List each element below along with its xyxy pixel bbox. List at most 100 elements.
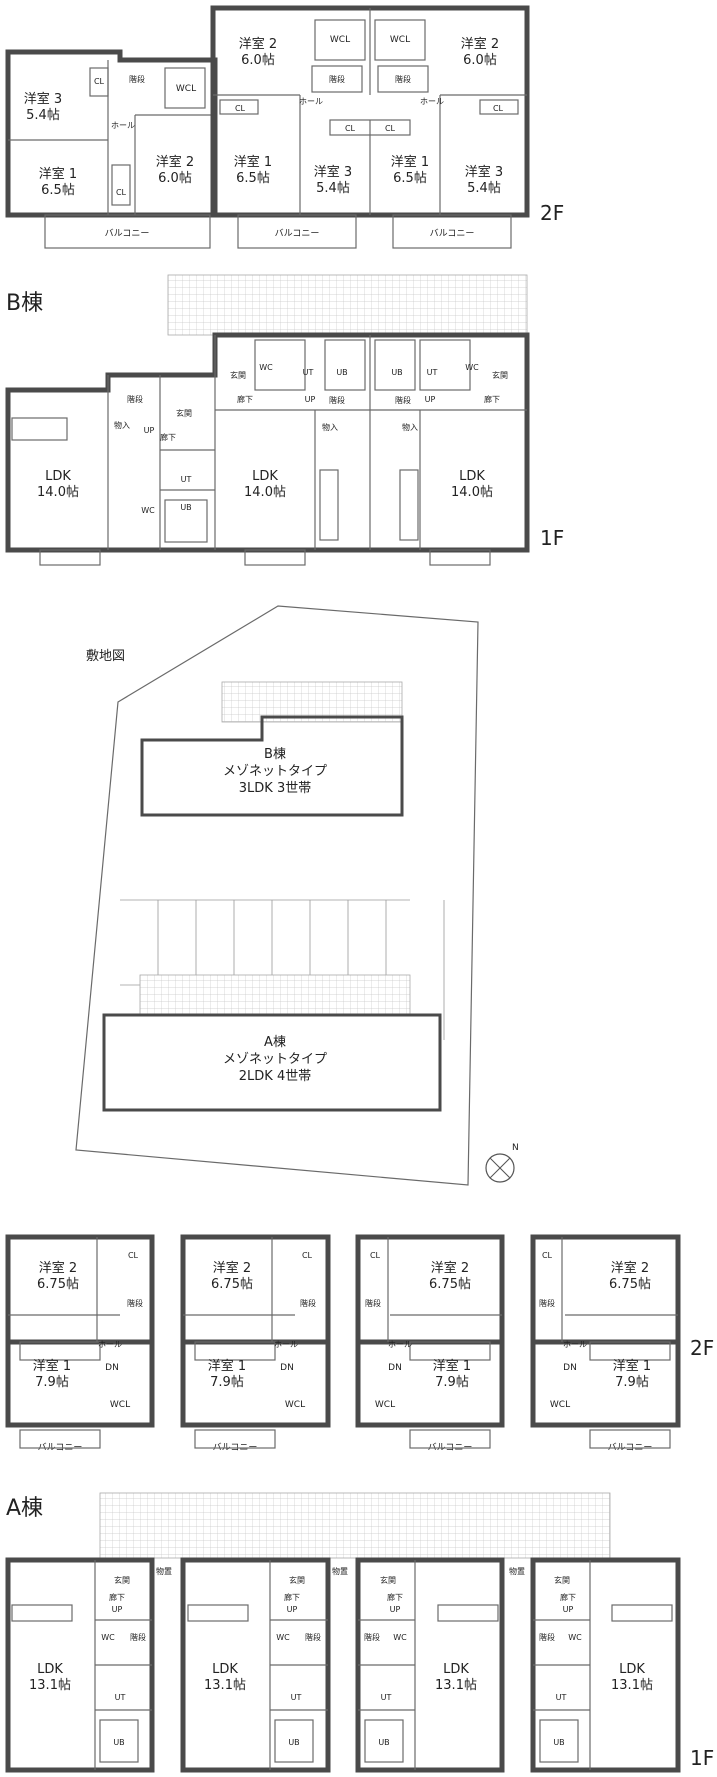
svg-text:廊下: 廊下 (387, 1592, 403, 1602)
room-name: 洋室 3 (314, 164, 352, 180)
svg-text:階段: 階段 (329, 395, 345, 405)
svg-text:洋室 1: 洋室 1 (613, 1358, 651, 1374)
svg-text:玄関: 玄関 (114, 1575, 130, 1585)
hall-label: ホール (111, 121, 135, 130)
svg-text:CL: CL (542, 1251, 553, 1260)
svg-text:玄関: 玄関 (554, 1575, 570, 1585)
svg-text:玄関: 玄関 (176, 408, 192, 418)
svg-text:廊下: 廊下 (484, 394, 500, 404)
svg-text:物入: 物入 (402, 422, 418, 432)
b-1f-small-labels: 階段 階段 階段 玄関 玄関 玄関 廊下 廊下 廊下 物入 物入 物入 WC W… (114, 363, 508, 515)
svg-text:6.75帖: 6.75帖 (429, 1277, 471, 1292)
svg-text:玄関: 玄関 (492, 370, 508, 380)
svg-text:階段: 階段 (127, 1298, 143, 1308)
svg-text:LDK: LDK (37, 1662, 63, 1677)
svg-text:WCL: WCL (110, 1400, 130, 1410)
svg-text:7.9帖: 7.9帖 (615, 1375, 649, 1390)
room-name: 洋室 1 (39, 166, 77, 182)
room-name: 洋室 3 (24, 91, 62, 107)
stairs-label: 階段 (395, 74, 411, 84)
room-size: 5.4帖 (26, 108, 60, 123)
site-a-label: A棟 メゾネットタイプ 2LDK 4世帯 (223, 1035, 327, 1084)
svg-text:13.1帖: 13.1帖 (204, 1678, 246, 1693)
svg-text:洋室 2: 洋室 2 (213, 1260, 251, 1276)
svg-text:廊下: 廊下 (109, 1592, 125, 1602)
svg-text:DN: DN (388, 1363, 402, 1373)
room-size: 6.5帖 (41, 183, 75, 198)
svg-text:WCL: WCL (375, 1400, 395, 1410)
wcl-label: WCL (330, 35, 350, 45)
ldk-size: 14.0帖 (37, 485, 79, 500)
room-name: 洋室 3 (465, 164, 503, 180)
svg-text:ホール: ホール (98, 1340, 122, 1349)
cl-label: CL (235, 104, 246, 113)
svg-text:UP: UP (144, 426, 155, 435)
svg-text:UT: UT (115, 1693, 126, 1702)
svg-text:CL: CL (370, 1251, 381, 1260)
svg-text:玄関: 玄関 (230, 370, 246, 380)
svg-text:DN: DN (280, 1363, 294, 1373)
svg-text:UT: UT (303, 368, 314, 377)
cl-label: CL (94, 77, 105, 86)
svg-text:WC: WC (259, 363, 273, 372)
room-size: 6.0帖 (463, 53, 497, 68)
svg-text:13.1帖: 13.1帖 (611, 1678, 653, 1693)
room-size: 6.0帖 (241, 53, 275, 68)
svg-text:物置: 物置 (509, 1566, 525, 1576)
svg-text:LDK: LDK (212, 1662, 238, 1677)
svg-text:UB: UB (113, 1738, 124, 1747)
svg-text:廊下: 廊下 (284, 1592, 300, 1602)
svg-text:階段: 階段 (395, 395, 411, 405)
svg-text:2LDK 4世帯: 2LDK 4世帯 (239, 1069, 311, 1084)
cl-label: CL (385, 124, 396, 133)
svg-text:3LDK 3世帯: 3LDK 3世帯 (239, 781, 311, 796)
room-size: 6.5帖 (393, 171, 427, 186)
svg-text:廊下: 廊下 (160, 432, 176, 442)
svg-text:ホール: ホール (274, 1340, 298, 1349)
a-2f-floor-label: 2F (690, 1336, 714, 1360)
svg-text:物入: 物入 (114, 420, 130, 430)
a-1f-floor-label: 1F (690, 1746, 714, 1770)
svg-text:7.9帖: 7.9帖 (210, 1375, 244, 1390)
svg-text:7.9帖: 7.9帖 (35, 1375, 69, 1390)
svg-text:6.75帖: 6.75帖 (211, 1277, 253, 1292)
north-arrow-icon: N (485, 1143, 519, 1183)
svg-text:UT: UT (291, 1693, 302, 1702)
svg-text:6.75帖: 6.75帖 (37, 1277, 79, 1292)
b-building-1f-plan (5, 274, 530, 566)
svg-text:WC: WC (101, 1633, 115, 1642)
room-size: 5.4帖 (316, 181, 350, 196)
hall-label: ホール (299, 97, 323, 106)
ldk-size: 14.0帖 (244, 485, 286, 500)
cl-label: CL (116, 188, 127, 197)
svg-text:WC: WC (465, 363, 479, 372)
svg-text:WC: WC (141, 506, 155, 515)
b-2f-small-labels: WCL WCL WCL CL CL CL CL CL CL 階段 階段 階段 ホ… (94, 35, 504, 239)
ldk-name: LDK (252, 469, 278, 484)
wcl-label: WCL (176, 84, 196, 94)
svg-text:玄関: 玄関 (289, 1575, 305, 1585)
a-building-1f-plan (5, 1492, 681, 1773)
svg-text:UB: UB (180, 503, 191, 512)
room-name: 洋室 2 (239, 36, 277, 52)
svg-text:N: N (512, 1143, 519, 1153)
b-1f-room-labels: LDK 14.0帖 LDK 14.0帖 LDK 14.0帖 (37, 469, 493, 500)
cl-label: CL (345, 124, 356, 133)
svg-text:UT: UT (181, 475, 192, 484)
svg-text:UP: UP (112, 1605, 123, 1614)
b-building-2f-plan (5, 5, 530, 249)
room-name: 洋室 1 (391, 154, 429, 170)
svg-text:UB: UB (336, 368, 347, 377)
svg-text:UB: UB (378, 1738, 389, 1747)
room-size: 6.5帖 (236, 171, 270, 186)
svg-text:LDK: LDK (443, 1662, 469, 1677)
hall-label: ホール (420, 97, 444, 106)
svg-text:WC: WC (276, 1633, 290, 1642)
a-2f-room-labels: 洋室 2 6.75帖 洋室 1 7.9帖 洋室 2 6.75帖 洋室 1 7.9… (33, 1260, 651, 1390)
room-name: 洋室 2 (156, 154, 194, 170)
ldk-name: LDK (45, 469, 71, 484)
svg-text:WC: WC (393, 1633, 407, 1642)
svg-text:廊下: 廊下 (237, 394, 253, 404)
svg-text:CL: CL (302, 1251, 313, 1260)
